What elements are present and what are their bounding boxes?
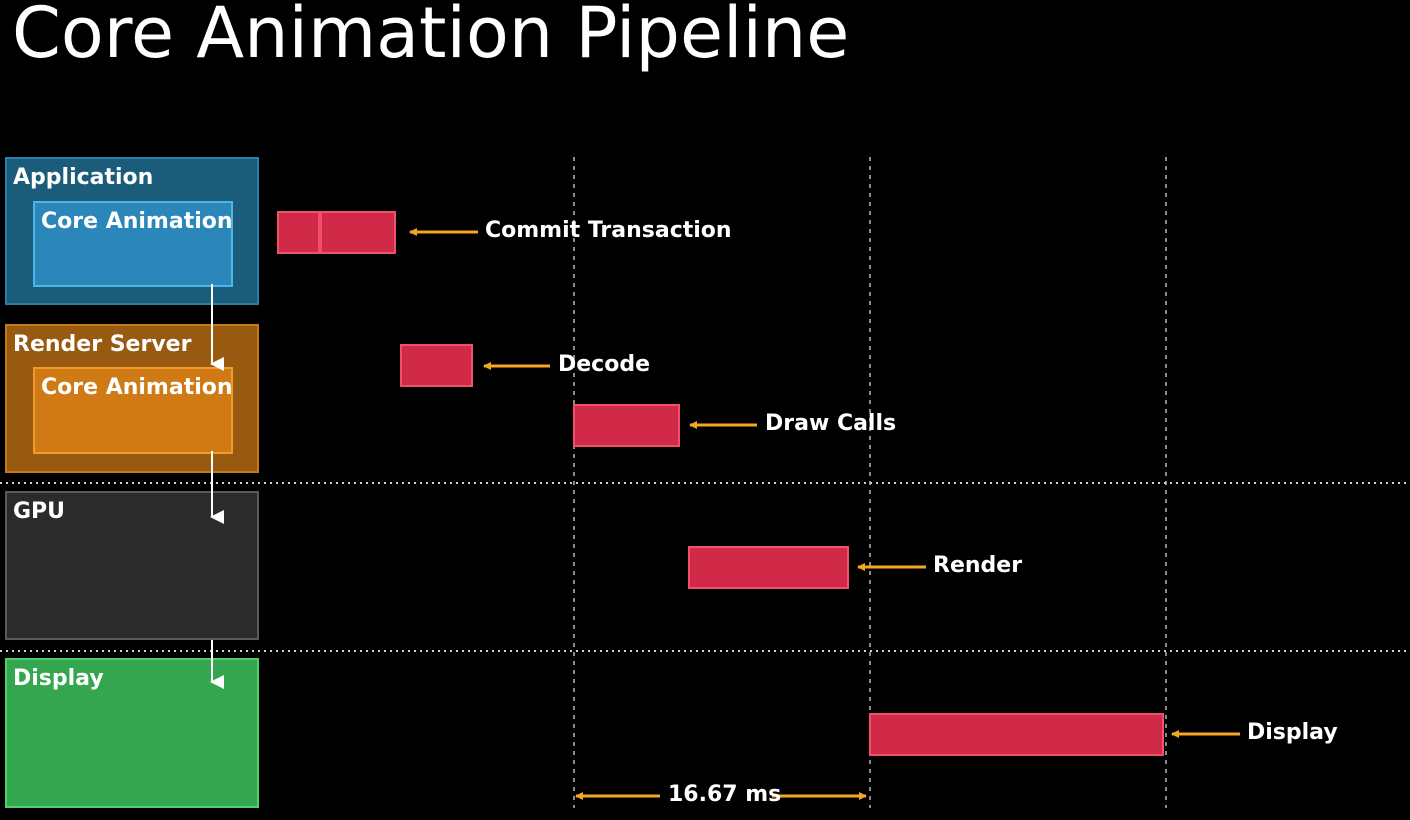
render-server-core-animation-label: Core Animation bbox=[41, 375, 233, 400]
application-label: Application bbox=[13, 165, 154, 190]
draw-calls-bar bbox=[573, 404, 680, 447]
gpu-label: GPU bbox=[13, 499, 66, 524]
decode-bar bbox=[400, 344, 473, 387]
commit-bar-1 bbox=[277, 211, 320, 254]
display-label: Display bbox=[13, 666, 104, 691]
render-bar bbox=[688, 546, 849, 589]
render-server-stage: Render Server Core Animation bbox=[5, 324, 259, 473]
draw-calls-label: Draw Calls bbox=[765, 411, 897, 436]
display-bar bbox=[869, 713, 1164, 756]
application-core-animation-box: Core Animation bbox=[33, 201, 233, 287]
display-annotation-label: Display bbox=[1247, 720, 1338, 745]
commit-transaction-label: Commit Transaction bbox=[485, 218, 732, 243]
slide-title: Core Animation Pipeline bbox=[12, 0, 850, 74]
application-stage: Application Core Animation bbox=[5, 157, 259, 305]
render-label: Render bbox=[933, 553, 1023, 578]
commit-bar-2 bbox=[320, 211, 396, 254]
decode-label: Decode bbox=[558, 352, 651, 377]
frame-interval-label: 16.67 ms bbox=[668, 782, 782, 807]
render-server-label: Render Server bbox=[13, 332, 192, 357]
render-server-core-animation-box: Core Animation bbox=[33, 367, 233, 454]
application-core-animation-label: Core Animation bbox=[41, 209, 233, 234]
